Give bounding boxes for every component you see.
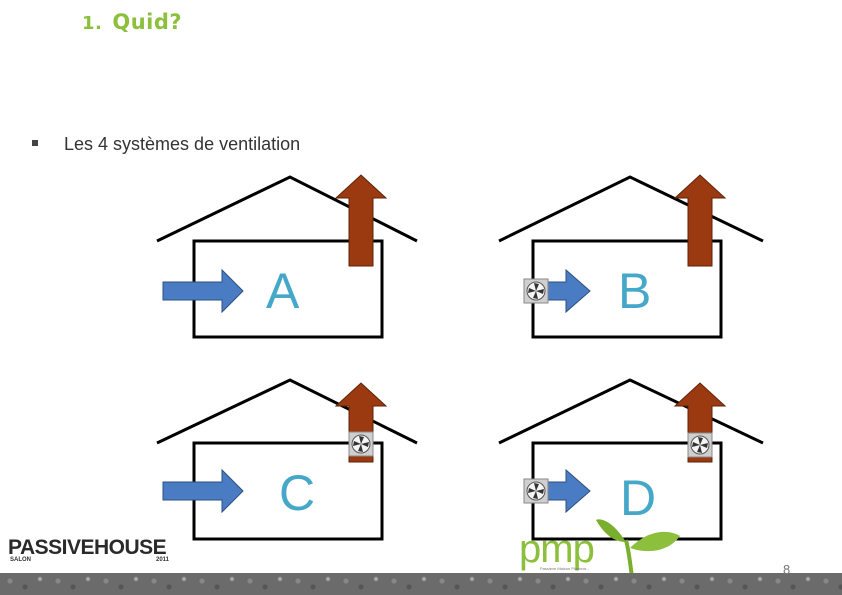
supply-arrow-icon	[547, 468, 591, 514]
passivehouse-logo: PASSIVEHOUSE	[8, 536, 167, 559]
page-number: 8	[783, 562, 791, 577]
house-roof	[498, 378, 764, 445]
supply-arrow-icon	[162, 468, 244, 514]
house-c	[156, 378, 418, 541]
fan-icon	[687, 432, 713, 458]
pmp-logo: pmp	[519, 527, 595, 571]
house-roof	[498, 175, 764, 243]
house-roof	[156, 175, 418, 243]
system-label-b: B	[618, 263, 652, 319]
system-label-c: C	[279, 465, 316, 521]
house-a	[156, 174, 418, 339]
fan-icon	[348, 431, 374, 457]
pmp-logo-subtitle: Passieve Maison Planteur...	[540, 566, 590, 571]
passivehouse-logo-year: 2011	[156, 557, 170, 563]
fan-icon	[523, 478, 549, 504]
fan-icon	[523, 278, 549, 304]
exhaust-arrow-icon	[334, 174, 388, 267]
title-text: Quid?	[112, 10, 183, 34]
supply-arrow-icon	[547, 268, 591, 314]
exhaust-arrow-icon	[673, 174, 727, 267]
passivehouse-logo-salon: SALON	[10, 557, 31, 563]
system-label-a: A	[266, 263, 300, 319]
bullet-marker	[32, 140, 38, 146]
title-number: 1.	[82, 13, 103, 34]
page-title: 1. Quid?	[82, 10, 182, 34]
house-roof	[156, 378, 418, 445]
plant-sprout-icon	[596, 519, 680, 579]
system-label-d: D	[620, 470, 657, 526]
soil-strip	[0, 573, 842, 595]
supply-arrow-icon	[162, 268, 244, 314]
bullet-text: Les 4 systèmes de ventilation	[64, 134, 301, 154]
house-d	[498, 378, 764, 541]
house-b	[498, 174, 764, 339]
